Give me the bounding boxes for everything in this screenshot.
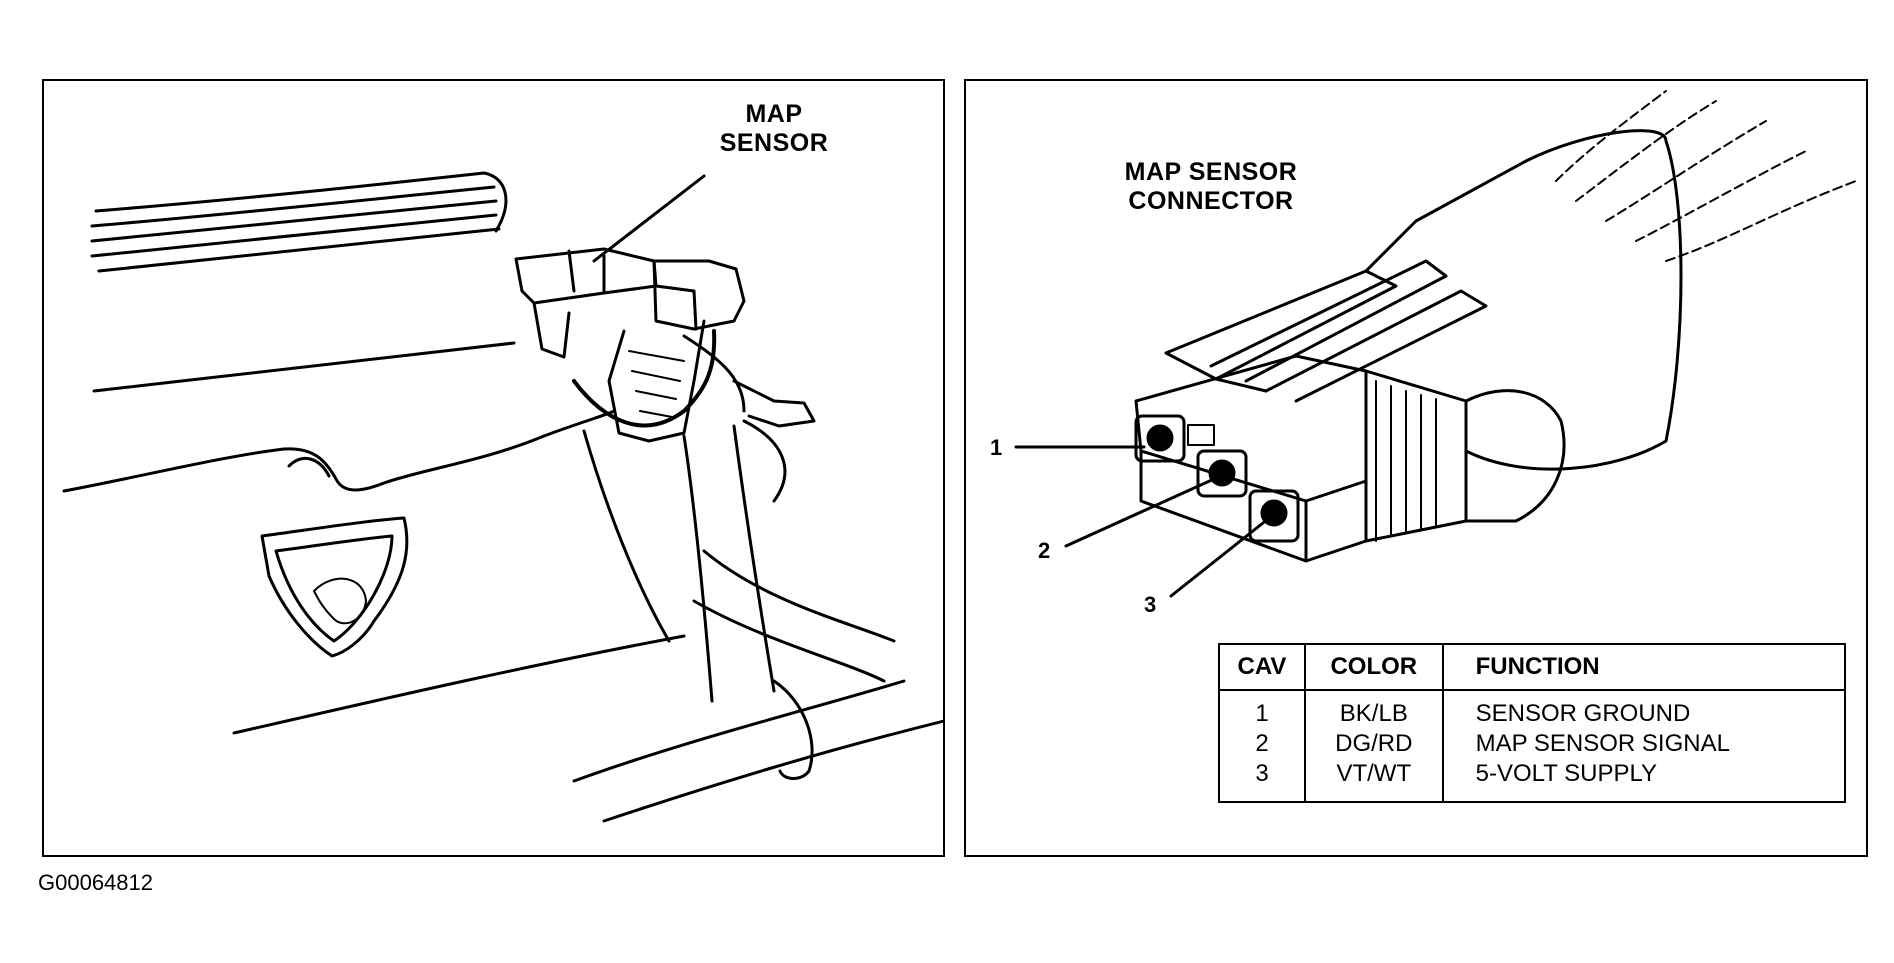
connector-illustration-panel: MAP SENSOR CONNECTOR 1 2 3 CAV COLOR FUN… — [964, 79, 1868, 857]
table-row: 2 DG/RD MAP SENSOR SIGNAL — [1219, 729, 1845, 759]
pin-cavities — [1134, 414, 1300, 543]
connector-housing — [1134, 354, 1566, 563]
map-sensor-body — [514, 247, 746, 443]
cell-color: VT/WT — [1303, 759, 1443, 802]
sensor-leader-line — [592, 174, 706, 263]
connector-boot — [1464, 129, 1683, 471]
cell-cav: 3 — [1255, 760, 1269, 787]
cell-color: DG/RD — [1303, 729, 1443, 759]
engine-illustration-panel: MAP SENSOR — [42, 79, 945, 857]
sensor-harness — [572, 329, 717, 428]
map-sensor-callout: MAP SENSOR — [684, 100, 864, 158]
plenum-outline — [92, 341, 516, 393]
cell-function: MAP SENSOR SIGNAL — [1441, 729, 1845, 759]
brand-emblem — [260, 516, 409, 658]
connector-latch — [1164, 259, 1488, 403]
cell-cav: 1 — [1255, 700, 1269, 727]
pin-3-leader — [1169, 517, 1270, 598]
pin-2-leader — [1064, 477, 1216, 548]
table-row: 1 BK/LB SENSOR GROUND — [1219, 690, 1845, 729]
callout-line-1: MAP — [745, 100, 803, 128]
engine-drawing — [62, 171, 943, 823]
pin-label-1: 1 — [990, 435, 1003, 460]
plenum-body — [62, 409, 616, 493]
callout-line-2: SENSOR — [719, 129, 829, 157]
header-cav: CAV — [1219, 644, 1305, 691]
intake-ribs — [90, 171, 508, 273]
pinout-table: CAV COLOR FUNCTION 1 BK/LB SENSOR GROUND… — [1218, 643, 1846, 803]
cell-function: SENSOR GROUND — [1441, 690, 1845, 729]
connector-drawing — [1014, 90, 1857, 598]
header-color: COLOR — [1303, 644, 1443, 691]
pin-label-3: 3 — [1144, 592, 1157, 617]
header-function: FUNCTION — [1441, 644, 1845, 691]
table-row: 3 VT/WT 5-VOLT SUPPLY — [1219, 759, 1845, 802]
callout-line-1: MAP SENSOR — [1124, 158, 1298, 186]
figure-id: G00064812 — [38, 870, 153, 895]
table-header-row: CAV COLOR FUNCTION — [1219, 644, 1845, 691]
cell-color: BK/LB — [1303, 690, 1443, 729]
callout-line-2: CONNECTOR — [1128, 187, 1294, 215]
cell-cav: 2 — [1255, 730, 1269, 757]
pin-label-2: 2 — [1038, 538, 1051, 563]
plenum-lower-edge — [232, 634, 686, 735]
connector-callout: MAP SENSOR CONNECTOR — [1096, 158, 1326, 216]
connector-wires — [1555, 90, 1857, 262]
cell-function: 5-VOLT SUPPLY — [1441, 759, 1845, 802]
vacuum-hose — [572, 334, 943, 823]
